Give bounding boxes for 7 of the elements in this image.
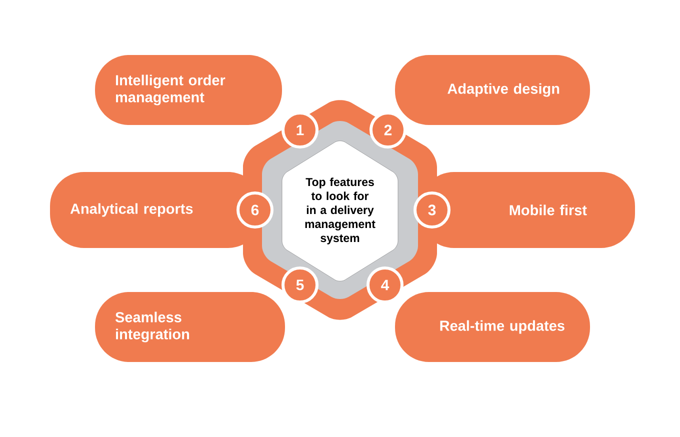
feature-pill: Intelligent order management [95, 55, 282, 125]
feature-pill: Adaptive design [395, 55, 590, 125]
feature-pill: Real-time updates [395, 292, 590, 362]
feature-pill: Seamless integration [95, 292, 285, 362]
node-label: Top features to look for in a delivery management system [305, 178, 376, 244]
node-label: Mobile first [510, 204, 587, 216]
node-label: Analytical reports [70, 203, 193, 217]
